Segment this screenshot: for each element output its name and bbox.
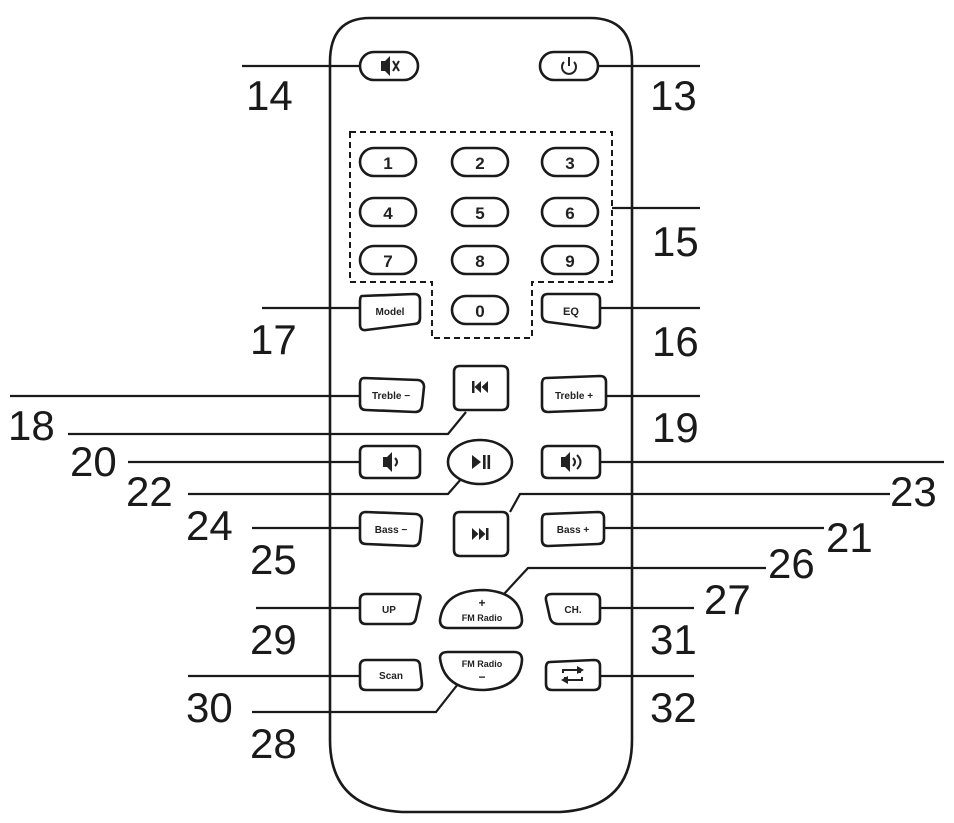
bass-minus-button[interactable]: Bass − (358, 510, 424, 548)
previous-track-button[interactable] (452, 364, 510, 412)
repeat-icon (561, 666, 584, 684)
callout-16: 16 (652, 318, 699, 365)
number-key-2-label: 2 (475, 154, 484, 173)
previous-track-icon (472, 381, 488, 393)
treble-minus-button[interactable]: Treble − (358, 376, 426, 414)
bass-plus-label: Bass + (557, 525, 590, 536)
up-button[interactable]: UP (358, 592, 422, 626)
number-key-4-label: 4 (383, 204, 393, 223)
leader-lines (10, 64, 944, 714)
number-key-6[interactable]: 6 (540, 196, 600, 228)
number-key-3[interactable]: 3 (540, 146, 600, 178)
up-button-label: UP (382, 605, 396, 616)
number-key-4[interactable]: 4 (358, 196, 418, 228)
callout-26: 26 (768, 540, 815, 587)
bass-minus-label: Bass − (375, 525, 408, 536)
volume-down-icon (383, 452, 398, 472)
callout-14: 14 (246, 72, 293, 119)
fm-radio-plus-label: FM Radio (462, 613, 503, 623)
callout-18: 18 (8, 402, 55, 449)
callout-30: 30 (186, 684, 233, 731)
callout-32: 32 (650, 684, 697, 731)
number-keys-group-outline (349, 131, 613, 339)
eq-button[interactable]: EQ (540, 292, 602, 330)
volume-up-icon (561, 452, 582, 472)
callout-19: 19 (652, 404, 699, 451)
number-key-9-label: 9 (565, 252, 574, 271)
fm-radio-minus-label: FM Radio (462, 659, 503, 669)
number-key-7-label: 7 (383, 252, 392, 271)
play-pause-button[interactable] (446, 438, 514, 486)
number-key-0-label: 0 (475, 302, 484, 321)
callout-28: 28 (250, 720, 297, 767)
mute-button[interactable] (358, 50, 420, 82)
number-key-3-label: 3 (565, 154, 574, 173)
eq-button-label: EQ (563, 306, 579, 318)
callout-17: 17 (250, 316, 297, 363)
remote-body (328, 16, 634, 814)
number-key-1[interactable]: 1 (358, 146, 418, 178)
fm-radio-minus-symbol: − (478, 670, 485, 684)
bass-plus-button[interactable]: Bass + (540, 510, 606, 548)
scan-button[interactable]: Scan (358, 658, 424, 692)
volume-down-button[interactable] (358, 444, 422, 480)
number-key-8-label: 8 (475, 252, 484, 271)
number-key-9[interactable]: 9 (540, 244, 600, 276)
callout-22: 22 (126, 468, 173, 515)
treble-plus-label: Treble + (555, 391, 593, 402)
repeat-button[interactable] (544, 658, 602, 692)
callout-21: 21 (826, 514, 873, 561)
ch-button-label: CH. (564, 605, 581, 616)
ch-button[interactable]: CH. (544, 592, 602, 626)
mode-button-label: Model (376, 307, 405, 318)
callout-27: 27 (704, 576, 751, 623)
callout-15: 15 (652, 218, 699, 265)
play-pause-icon (472, 455, 491, 469)
callout-31: 31 (650, 616, 697, 663)
number-key-7[interactable]: 7 (358, 244, 418, 276)
callout-24: 24 (186, 502, 233, 549)
callout-13: 13 (650, 72, 697, 119)
volume-up-button[interactable] (540, 444, 602, 480)
callout-numbers: 14 13 15 17 16 18 19 20 22 23 24 21 25 2… (8, 72, 937, 767)
treble-minus-label: Treble − (372, 391, 410, 402)
number-key-5[interactable]: 5 (450, 196, 510, 228)
fm-radio-plus-button[interactable]: + FM Radio (438, 588, 524, 630)
callout-25: 25 (250, 536, 297, 583)
power-button[interactable] (538, 50, 600, 82)
mode-button[interactable]: Model (358, 292, 422, 332)
number-key-6-label: 6 (565, 204, 574, 223)
callout-29: 29 (250, 616, 297, 663)
number-key-5-label: 5 (475, 204, 484, 223)
treble-plus-button[interactable]: Treble + (540, 374, 608, 414)
number-key-2[interactable]: 2 (450, 146, 510, 178)
scan-button-label: Scan (379, 671, 403, 682)
number-key-8[interactable]: 8 (450, 244, 510, 276)
power-icon (561, 57, 577, 75)
fm-radio-plus-symbol: + (478, 596, 485, 610)
next-track-icon (472, 528, 489, 540)
next-track-button[interactable] (452, 510, 510, 558)
callout-20: 20 (70, 438, 117, 485)
callout-23: 23 (890, 468, 937, 515)
number-key-0[interactable]: 0 (450, 294, 510, 326)
fm-radio-minus-button[interactable]: FM Radio − (438, 650, 524, 692)
number-key-1-label: 1 (383, 154, 392, 173)
mute-icon (381, 56, 400, 76)
